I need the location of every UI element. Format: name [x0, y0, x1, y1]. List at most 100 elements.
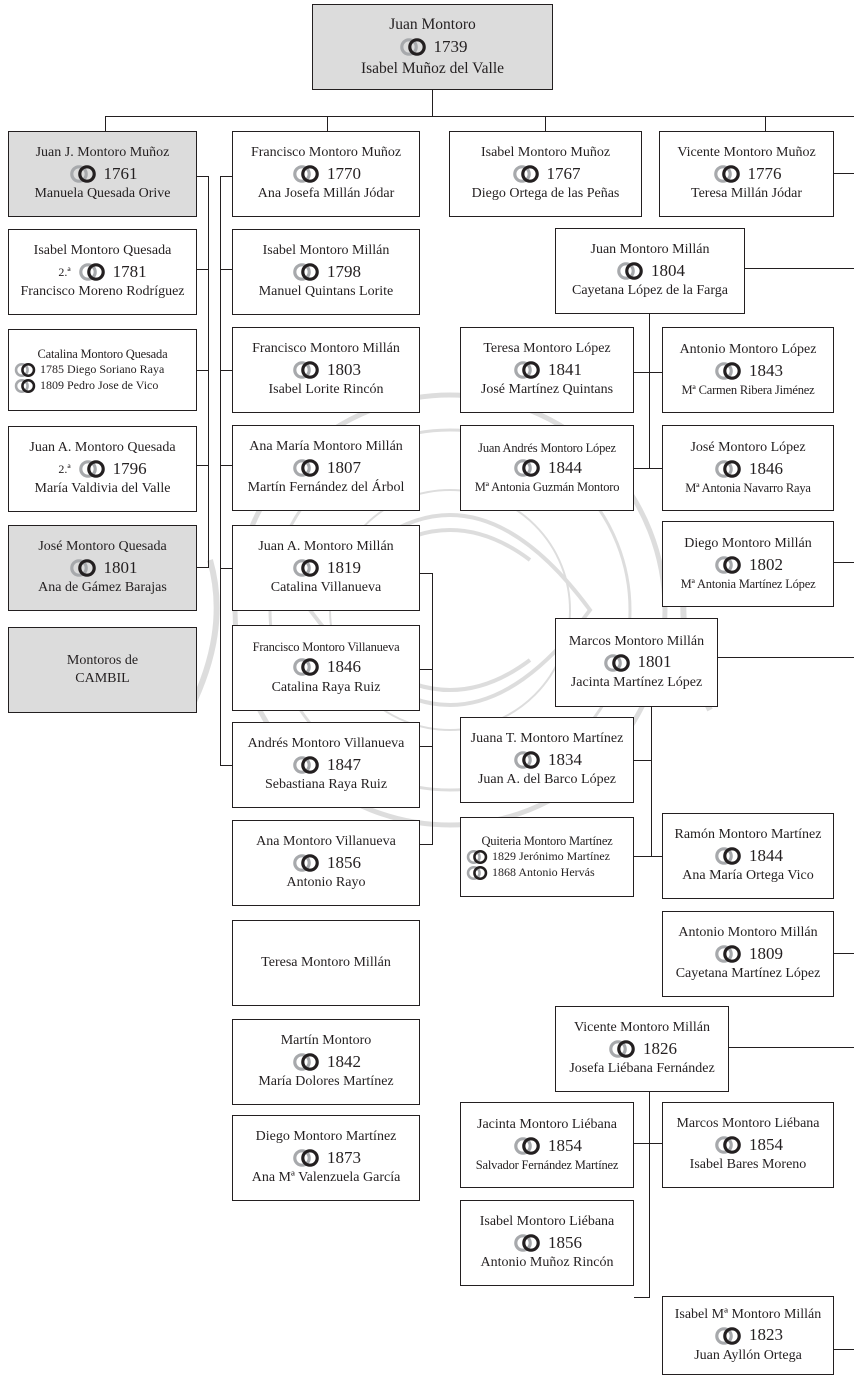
person-name: Martín Montoro [281, 1032, 372, 1050]
spouse-name: Mª Antonia Guzmán Montoro [475, 479, 620, 495]
marriage-row: 1843 [713, 360, 783, 383]
person-box: Ana Montoro Villanueva 1856 Antonio Rayo [232, 820, 420, 906]
person-box: Isabel Montoro Muñoz 1767 Diego Ortega d… [449, 131, 642, 217]
marriage-year: 1834 [548, 749, 582, 772]
wedding-rings-icon [615, 261, 645, 281]
person-box: Isabel Montoro Liébana 1856 Antonio Muño… [460, 1200, 634, 1286]
marriage-year: 1846 [327, 656, 361, 679]
marriage-year: 1801 [638, 651, 672, 674]
marriage-year: 1844 [548, 457, 582, 480]
spouse-name: Manuel Quintans Lorite [259, 283, 394, 301]
person-box: Vicente Montoro Millán 1826 Josefa Liéba… [555, 1006, 729, 1092]
wedding-rings-icon [713, 1135, 743, 1155]
marriage-year: 1826 [643, 1038, 677, 1061]
person-name: Quiteria Montoro Martínez [481, 833, 612, 849]
marriage-year: 1739 [434, 36, 468, 59]
wedding-rings-icon [713, 555, 743, 575]
marriage-row: 1804 [615, 260, 685, 283]
person-name: Juan Montoro Millán [591, 241, 710, 259]
marriage-row: 1776 [712, 163, 782, 186]
person-name: Juana T. Montoro Martínez [471, 730, 624, 748]
person-box: Francisco Montoro Muñoz 1770 Ana Josefa … [232, 131, 420, 217]
person-name: Marcos Montoro Millán [569, 633, 704, 651]
wedding-rings-icon [465, 849, 489, 865]
wedding-rings-icon [77, 262, 107, 282]
wedding-rings-icon [512, 750, 542, 770]
person-box: Juana T. Montoro Martínez 1834 Juan A. d… [460, 717, 634, 803]
person-name: Andrés Montoro Villanueva [248, 735, 405, 753]
marriage-row: 1854 [713, 1134, 783, 1157]
spouse-name: Juan A. del Barco López [478, 771, 616, 789]
wedding-rings-icon [607, 1039, 637, 1059]
marriage-row: 1844 [713, 845, 783, 868]
marriage-row: 1767 [511, 163, 581, 186]
spouse-name: Ana Josefa Millán Jódar [258, 185, 394, 203]
marriage-year: 1781 [113, 261, 147, 284]
spouse-name: Catalina Raya Ruiz [272, 679, 381, 697]
marriage-row: 1770 [291, 163, 361, 186]
wedding-rings-icon [77, 459, 107, 479]
person-name: Juan A. Montoro Millán [258, 538, 393, 556]
person-name: José Montoro López [690, 439, 805, 457]
spouse-name: Ana de Gámez Barajas [38, 579, 167, 597]
marriage-entry: 1868 Antonio Hervás [492, 865, 595, 881]
marriage-row: 2.ª 1781 [58, 261, 146, 284]
marriage-year: 1809 [749, 943, 783, 966]
spouse-name: Francisco Moreno Rodríguez [20, 283, 184, 301]
marriage-year: 1873 [327, 1147, 361, 1170]
person-name: Francisco Montoro Millán [252, 340, 400, 358]
spouse-name: Juan Ayllón Ortega [694, 1347, 802, 1365]
person-box: Jacinta Montoro Liébana 1854 Salvador Fe… [460, 1102, 634, 1188]
person-name: Isabel Montoro Millán [263, 242, 390, 260]
marriage-year: 1841 [548, 359, 582, 382]
wedding-rings-icon [602, 653, 632, 673]
wedding-rings-icon [512, 360, 542, 380]
spouse-name: Cayetana López de la Farga [572, 282, 728, 300]
person-box: Juan J. Montoro Muñoz 1761 Manuela Quesa… [8, 131, 197, 217]
spouse-name: Isabel Lorite Rincón [268, 381, 383, 399]
spouse-name: María Valdivia del Valle [35, 480, 171, 498]
person-box: Isabel Mª Montoro Millán 1823 Juan Aylló… [662, 1296, 834, 1375]
spouse-name: Isabel Muñoz del Valle [361, 58, 504, 80]
marriage-row: 1761 [68, 163, 138, 186]
marriage-row: 1739 [398, 36, 468, 59]
spouse-name: Jacinta Martínez López [571, 674, 702, 692]
person-name: José Montoro Quesada [38, 538, 166, 556]
marriage-row: 1856 [512, 1232, 582, 1255]
person-name: Juan Andrés Montoro López [478, 440, 616, 456]
marriage-year: 1803 [327, 359, 361, 382]
person-box: Teresa Montoro Millán [232, 920, 420, 1006]
marriage-year: 1802 [749, 554, 783, 577]
wedding-rings-icon [465, 865, 489, 881]
person-box: Teresa Montoro López 1841 José Martínez … [460, 327, 634, 413]
wedding-rings-icon [291, 657, 321, 677]
person-name: Juan A. Montoro Quesada [29, 439, 175, 457]
person-box: Quiteria Montoro Martínez 1829 Jerónimo … [460, 817, 634, 897]
person-name: Marcos Montoro Liébana [676, 1115, 819, 1133]
marriage-entry: 1785 Diego Soriano Raya [40, 362, 164, 378]
spouse-name: Diego Ortega de las Peñas [472, 185, 620, 203]
marriage-year: 1804 [651, 260, 685, 283]
marriage-row: 1785 Diego Soriano Raya [9, 362, 196, 378]
wedding-rings-icon [291, 558, 321, 578]
wedding-rings-icon [291, 1052, 321, 1072]
marriage-row: 1823 [713, 1324, 783, 1347]
marriage-row: 1801 [68, 557, 138, 580]
wedding-rings-icon [13, 378, 37, 394]
wedding-rings-icon [68, 558, 98, 578]
person-name: Diego Montoro Millán [684, 535, 812, 553]
marriage-row: 1844 [512, 457, 582, 480]
person-name: Isabel Montoro Quesada [34, 242, 172, 260]
person-name: Diego Montoro Martínez [256, 1128, 397, 1146]
person-box: Martín Montoro 1842 María Dolores Martín… [232, 1019, 420, 1105]
marriage-year: 1842 [327, 1051, 361, 1074]
wedding-rings-icon [713, 846, 743, 866]
marriage-row: 1826 [607, 1038, 677, 1061]
spouse-name: Salvador Fernández Martínez [476, 1157, 618, 1173]
marriage-year: 1844 [749, 845, 783, 868]
marriage-order: 2.ª [58, 264, 70, 280]
person-name: Vicente Montoro Muñoz [677, 144, 815, 162]
person-box: Catalina Montoro Quesada 1785 Diego Sori… [8, 329, 197, 411]
